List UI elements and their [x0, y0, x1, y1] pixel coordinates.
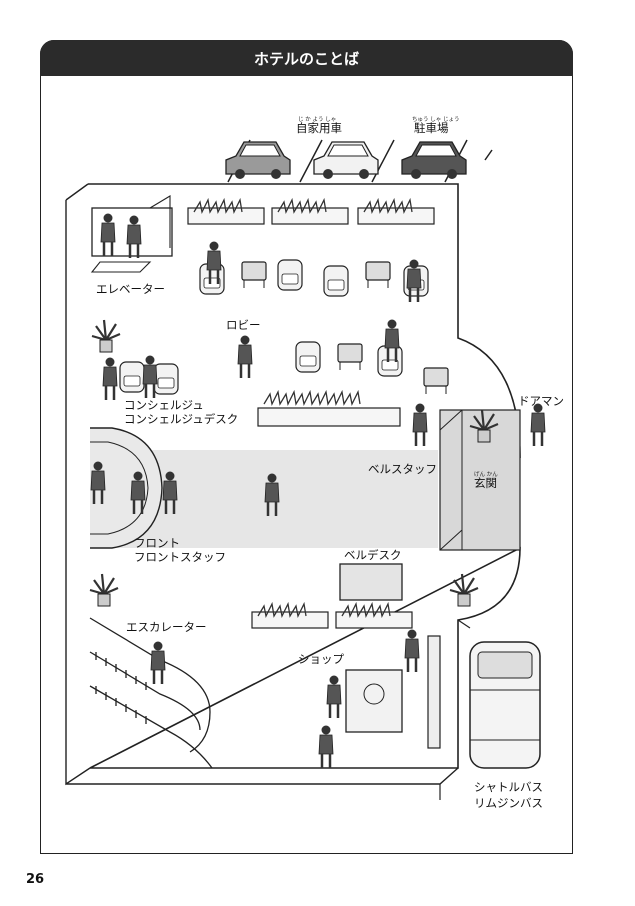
label-private-car: 自家用車 [296, 121, 342, 135]
label-shuttle-bus: シャトルバス [474, 780, 543, 794]
lobby-planter-long [257, 389, 401, 427]
shuttle-bus [469, 641, 541, 769]
parking-ruby: ちゅう しゃ じょう [412, 117, 460, 123]
entrance-ruby: げん かん [474, 472, 498, 478]
doorman [529, 402, 547, 448]
label-front-staff: フロントスタッフ [134, 550, 226, 564]
front-plant [88, 572, 120, 608]
label-concierge: コンシェルジュ [124, 398, 204, 412]
car-right [401, 141, 467, 180]
label-entrance: 玄関 [474, 476, 497, 490]
label-bell-staff: ベルスタッフ [368, 462, 437, 476]
label-elevator: エレベーター [96, 282, 165, 296]
title-bar: ホテルのことば [40, 40, 573, 76]
page-number: 26 [26, 872, 45, 887]
label-lobby: ロビー [226, 318, 261, 332]
private-car-ruby: じ か よう しゃ [298, 117, 337, 123]
planter-bottom-1 [251, 603, 329, 629]
shop-area [317, 628, 441, 770]
page-title: ホテルのことば [253, 49, 359, 68]
bell-staff [411, 402, 429, 448]
label-concierge-desk: コンシェルジュデスク [124, 412, 239, 426]
escalator-person [149, 640, 167, 686]
escalator [89, 617, 213, 769]
planter-bottom-2 [335, 603, 413, 629]
label-bell-desk: ベルデスク [344, 548, 402, 562]
label-shop: ショップ [298, 652, 344, 666]
label-escalator: エスカレーター [126, 620, 207, 634]
label-front: フロント [134, 536, 180, 550]
front-desk [90, 427, 163, 549]
lobby-guest [236, 334, 254, 380]
label-parking: 駐車場 [414, 121, 449, 135]
bell-desk [339, 563, 403, 601]
label-limousine-bus: リムジンバス [474, 796, 543, 810]
car-middle [313, 141, 379, 180]
label-doorman: ドアマン [518, 394, 564, 408]
concierge-desk-area [90, 318, 179, 402]
car-left [225, 141, 291, 180]
